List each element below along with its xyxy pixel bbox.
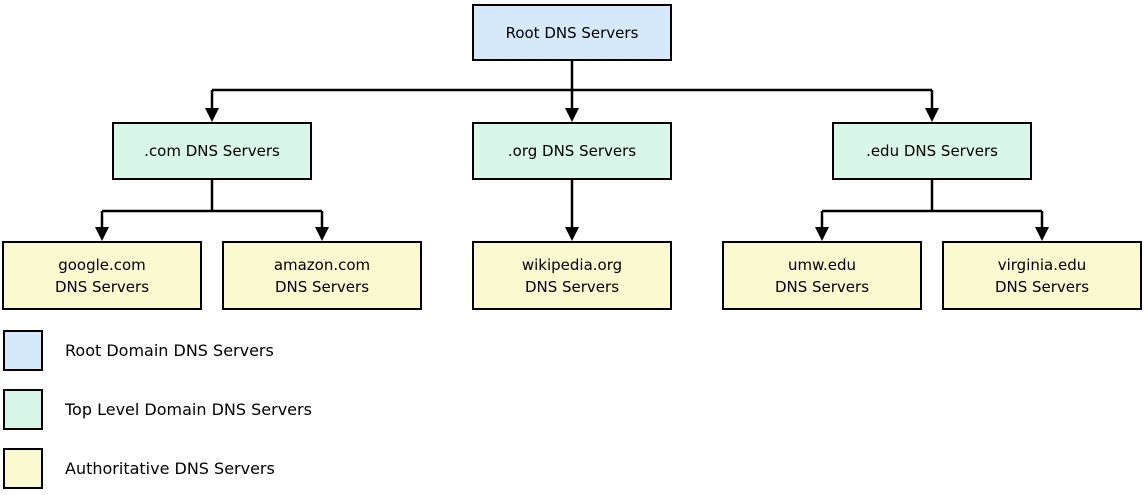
- legend-swatch-tld: [3, 389, 43, 430]
- arrowhead-icon: [565, 227, 579, 241]
- legend-swatch-root: [3, 330, 43, 371]
- node-virginia-dns-servers: virginia.edu DNS Servers: [942, 241, 1142, 310]
- arrowhead-icon: [565, 108, 579, 122]
- node-label-line2: DNS Servers: [524, 277, 620, 296]
- arrowhead-icon: [315, 227, 329, 241]
- node-umw-dns-servers: umw.edu DNS Servers: [722, 241, 922, 310]
- connector-org-to-child: [565, 180, 579, 241]
- node-label: .edu DNS Servers: [866, 142, 998, 160]
- legend-label-authoritative: Authoritative DNS Servers: [65, 459, 275, 478]
- legend-row-authoritative: Authoritative DNS Servers: [3, 448, 275, 489]
- node-label: Root DNS Servers: [505, 23, 639, 42]
- arrowhead-icon: [1035, 227, 1049, 241]
- node-label-line1: umw.edu: [787, 255, 857, 274]
- node-label-line2: DNS Servers: [994, 277, 1090, 296]
- node-amazon-dns-servers: amazon.com DNS Servers: [222, 241, 422, 310]
- connector-root-to-tlds: [205, 61, 939, 122]
- node-label-line1: virginia.edu: [997, 255, 1087, 274]
- arrowhead-icon: [925, 108, 939, 122]
- node-wikipedia-dns-servers: wikipedia.org DNS Servers: [472, 241, 672, 310]
- node-google-dns-servers: google.com DNS Servers: [2, 241, 202, 310]
- node-label-line2: DNS Servers: [774, 277, 870, 296]
- legend-label-root: Root Domain DNS Servers: [65, 341, 274, 360]
- node-label: .org DNS Servers: [507, 142, 637, 160]
- node-com-dns-servers: .com DNS Servers: [112, 122, 312, 180]
- arrowhead-icon: [95, 227, 109, 241]
- node-label-line2: DNS Servers: [274, 277, 370, 296]
- node-root-dns-servers: Root DNS Servers: [472, 4, 672, 61]
- arrowhead-icon: [205, 108, 219, 122]
- connector-com-to-children: [95, 180, 329, 241]
- legend-label-tld: Top Level Domain DNS Servers: [65, 400, 312, 419]
- node-label-line1: google.com: [58, 255, 146, 274]
- node-label-line1: wikipedia.org: [521, 255, 623, 274]
- legend-swatch-authoritative: [3, 448, 43, 489]
- connector-edu-to-children: [815, 180, 1049, 241]
- node-label-line1: amazon.com: [273, 255, 371, 274]
- legend-row-root: Root Domain DNS Servers: [3, 330, 274, 371]
- arrowhead-icon: [815, 227, 829, 241]
- node-label: .com DNS Servers: [144, 142, 280, 160]
- node-org-dns-servers: .org DNS Servers: [472, 122, 672, 180]
- node-edu-dns-servers: .edu DNS Servers: [832, 122, 1032, 180]
- legend-row-tld: Top Level Domain DNS Servers: [3, 389, 312, 430]
- node-label-line2: DNS Servers: [54, 277, 150, 296]
